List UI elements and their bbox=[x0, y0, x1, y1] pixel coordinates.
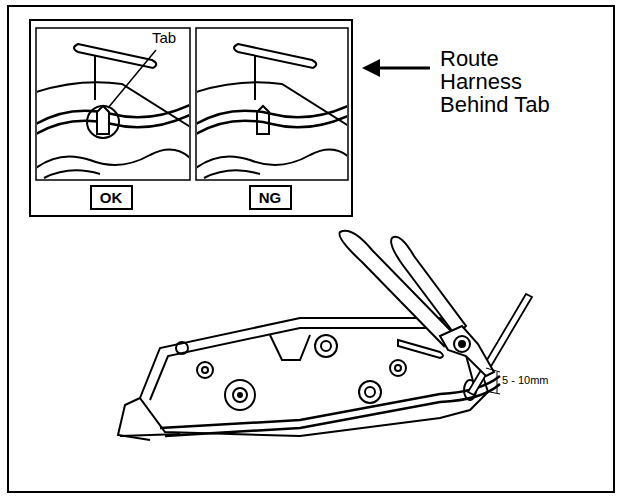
drawing-part bbox=[233, 388, 247, 402]
drawing-part bbox=[225, 380, 255, 410]
drawing-part bbox=[234, 44, 316, 68]
drawing-part bbox=[497, 372, 498, 393]
leader-line bbox=[108, 50, 156, 108]
part-name: Tab bbox=[152, 30, 176, 46]
drawing-part bbox=[37, 150, 189, 168]
drawing-part bbox=[44, 170, 100, 178]
drawing-part bbox=[238, 393, 242, 397]
drawing-part bbox=[37, 114, 189, 134]
latch-assembly bbox=[118, 318, 488, 440]
dimension: 5 - 10mm bbox=[502, 375, 548, 387]
drawing-part bbox=[94, 56, 96, 100]
drawing-part bbox=[365, 387, 375, 397]
drawing-part bbox=[254, 56, 256, 100]
drawing-part bbox=[395, 365, 401, 371]
drawing-part bbox=[204, 170, 260, 178]
drawing-part bbox=[150, 328, 476, 400]
drawing-part bbox=[197, 150, 347, 168]
arrowhead bbox=[362, 59, 380, 77]
drawing-part bbox=[486, 368, 500, 372]
box-label: NG bbox=[259, 190, 282, 205]
drawing-part bbox=[454, 336, 470, 352]
ok-detail bbox=[37, 44, 189, 178]
drawing-part bbox=[270, 335, 310, 360]
drawing-part bbox=[359, 381, 381, 403]
drawing-part bbox=[315, 335, 337, 357]
drawing-part bbox=[197, 82, 347, 128]
status-box: OK bbox=[90, 185, 133, 210]
status-box: NG bbox=[249, 185, 292, 210]
drawing-part bbox=[197, 104, 347, 124]
harness-wire bbox=[160, 376, 500, 436]
drawing-part bbox=[257, 106, 269, 134]
drawing-part bbox=[165, 384, 500, 436]
drawing-part bbox=[37, 104, 189, 124]
pointer-arrow bbox=[376, 67, 430, 70]
drawing-part bbox=[197, 362, 213, 378]
drawing-part bbox=[440, 326, 494, 376]
drawing-part bbox=[202, 367, 208, 373]
drawing-part bbox=[391, 237, 466, 336]
instruction-note: Route Harness Behind Tab bbox=[440, 47, 558, 116]
drawing-part bbox=[97, 106, 109, 134]
drawing-part bbox=[459, 341, 465, 347]
inset-frame bbox=[30, 20, 352, 216]
pliers bbox=[339, 231, 494, 376]
drawing-part bbox=[197, 114, 347, 134]
drawing-part bbox=[398, 340, 443, 358]
drawing-part bbox=[390, 360, 406, 376]
drawing-part bbox=[321, 341, 331, 351]
box-label: OK bbox=[100, 190, 123, 205]
ng-detail bbox=[197, 44, 347, 178]
dimension-marks bbox=[486, 368, 500, 394]
outer-frame bbox=[8, 6, 614, 492]
drawing-part bbox=[118, 398, 150, 440]
drawing-part bbox=[490, 392, 500, 394]
drawing-part bbox=[176, 342, 188, 354]
